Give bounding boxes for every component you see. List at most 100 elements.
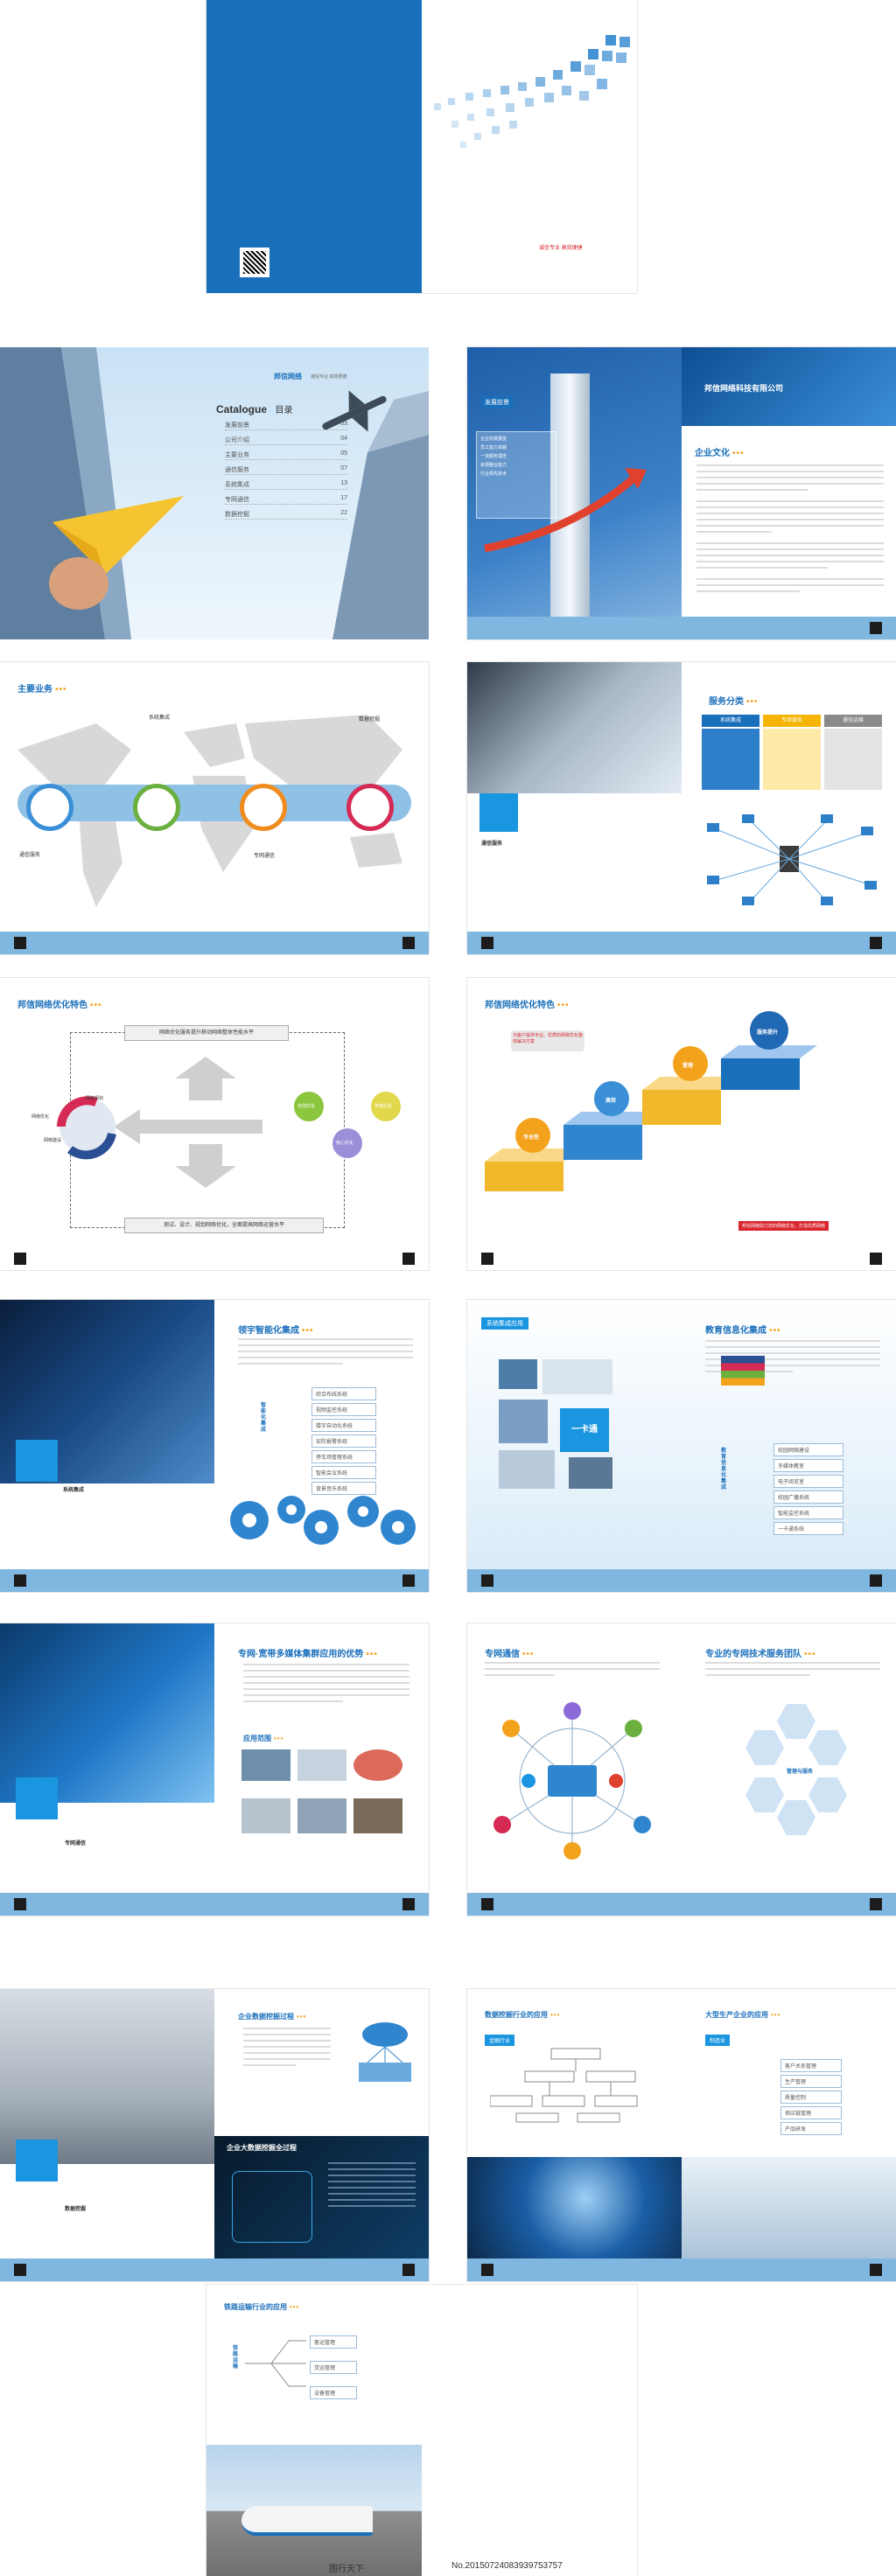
business-spread: 主要业务••• 系统集成 数据挖掘 通信服务 专网通信	[0, 662, 429, 954]
company-spread: 发展前景 企业前景展望 员工能力卓越 一流服务理念 资源整合能力 行业领先技术 …	[467, 347, 896, 639]
bottom-tag: 邦信网络助力您的网络优化，打造优质网络	[738, 1221, 830, 1231]
feature1-title: 邦信网络优化特色•••	[18, 1001, 102, 1010]
page-number	[402, 1898, 415, 1910]
right-node: 无线优化	[298, 1104, 316, 1109]
bank-tag: 金融行业	[485, 2035, 515, 2046]
step-label: 专业性	[523, 1135, 540, 1141]
rail-connectors	[245, 2340, 306, 2387]
left-node: 网络优化	[32, 1114, 50, 1120]
pnet-title: 专网·宽带多媒体集群应用的优势•••	[238, 1650, 378, 1659]
toc-heading: Catalogue 目录	[216, 401, 292, 417]
team-title: 专业的专网技术服务团队•••	[705, 1650, 816, 1659]
world-map	[18, 715, 411, 907]
flow-diagram	[232, 2171, 312, 2243]
page-number	[481, 1253, 494, 1265]
company-hero-text: 邦信网络科技有限公司	[704, 384, 784, 393]
page-number	[402, 1574, 415, 1587]
center-hex-label: 管理与服务	[786, 1770, 813, 1775]
page-number	[14, 1898, 26, 1910]
train-photo	[206, 2445, 422, 2576]
business-label-3: 通信服务	[19, 853, 41, 858]
left-node: 网络规划	[86, 1096, 104, 1101]
step-label: 服务提升	[757, 1030, 779, 1036]
dark-panel: 企业大数据挖掘全过程	[214, 2136, 429, 2258]
pnet2-spread: 专网通信••• 专业的专网技术服务团队••• 管理与服务	[467, 1623, 896, 1916]
business-label-4: 专网通信	[254, 854, 276, 859]
classify-title: 服务分类•••	[709, 697, 759, 707]
col-header: 通信运维	[824, 715, 882, 727]
comm-label: 通信服务	[481, 841, 503, 847]
blue-square	[16, 2140, 58, 2182]
cover-back-blue	[206, 0, 422, 293]
business-label-1: 系统集成	[149, 716, 171, 721]
footer-bar	[0, 1893, 429, 1916]
feature2-spread: 邦信网络优化特色••• 为客户提供专业、优质的网络优化整体解决方案 专业性 高效…	[467, 978, 896, 1270]
watermark-left: 图行天下	[329, 2565, 364, 2574]
pnet-left-label: 专网通信	[65, 1841, 87, 1846]
cover-spread: 诚信专业 高效便捷	[206, 0, 637, 293]
bottom-box: 测试、设计、规划网络优化，全面提高网络运营水平	[124, 1218, 324, 1233]
rail-list: 客运管理 货运管理 设备管理	[310, 2335, 357, 2399]
page-number	[402, 2264, 415, 2276]
share-service-icon	[346, 784, 394, 831]
edu-side-label: 教育信息化集成	[721, 1449, 727, 1490]
edu-banner: 系统集成应用	[481, 1317, 528, 1330]
gears-graphic	[230, 1496, 416, 1545]
qr-code	[240, 248, 270, 277]
culture-text-block	[696, 464, 884, 597]
books-graphic	[721, 1356, 765, 1386]
skyscraper-photo	[0, 347, 429, 639]
integration-side-label: 智能化集成	[261, 1403, 267, 1433]
rail-title: 铁路运输行业的应用•••	[224, 2303, 300, 2311]
col-header: 专项服务	[763, 715, 821, 727]
col-header: 系统集成	[702, 715, 760, 727]
page-number	[870, 2264, 882, 2276]
watermark-right: No.20150724083939753757	[452, 2561, 563, 2571]
page-number	[870, 1574, 882, 1587]
edu-spread: 系统集成应用 一卡通 教育信息化集成••• 教育信息化集成 校园网络建设 多媒体…	[467, 1300, 896, 1592]
card-tile: 一卡通	[560, 1408, 609, 1452]
comm-spread: 通信服务 服务分类••• 系统集成 专项服务 通信运维	[467, 662, 896, 954]
page-number	[14, 2264, 26, 2276]
culture-title: 企业文化•••	[695, 449, 745, 458]
top-box: 网络优化服务提升移动网络整体性能水平	[124, 1025, 289, 1041]
mfg-tag: 制造业	[705, 2035, 731, 2046]
blue-square	[16, 1777, 58, 1819]
feature2-title: 邦信网络优化特色•••	[485, 1001, 570, 1010]
footer-bar	[467, 1893, 896, 1916]
page-number	[14, 1574, 26, 1587]
footer-bar	[0, 1569, 429, 1592]
toc-title-cn: 目录	[275, 406, 293, 415]
growth-arrow	[484, 468, 647, 553]
cover-wave-graphic	[434, 35, 630, 148]
edu-title: 教育信息化集成•••	[705, 1326, 781, 1336]
company-header-tag: 发展前景	[481, 396, 513, 408]
dark-panel-title: 企业大数据挖掘全过程	[227, 2144, 297, 2152]
left-node: 网络建设	[44, 1138, 62, 1143]
right-node: 传输优化	[374, 1104, 393, 1109]
footer-bar	[467, 932, 896, 954]
page-number	[481, 2264, 494, 2276]
integration-left-label: 系统集成	[63, 1488, 85, 1493]
footer-bar	[467, 2258, 896, 2281]
page-number	[481, 1898, 494, 1910]
company-banner: 邦信网络科技有限公司	[682, 347, 896, 426]
page-number	[870, 622, 882, 634]
dark-panel-list	[328, 2162, 416, 2211]
pnet-text	[243, 1664, 410, 1707]
feature1-spread: 邦信网络优化特色••• 网络优化服务提升移动网络整体性能水平 测试、设计、规划网…	[0, 978, 429, 1270]
monitor-service-icon	[133, 784, 180, 831]
factory-photo	[682, 2157, 896, 2260]
business-title: 主要业务•••	[18, 685, 67, 695]
classify-table: 系统集成 专项服务 通信运维	[702, 715, 884, 793]
